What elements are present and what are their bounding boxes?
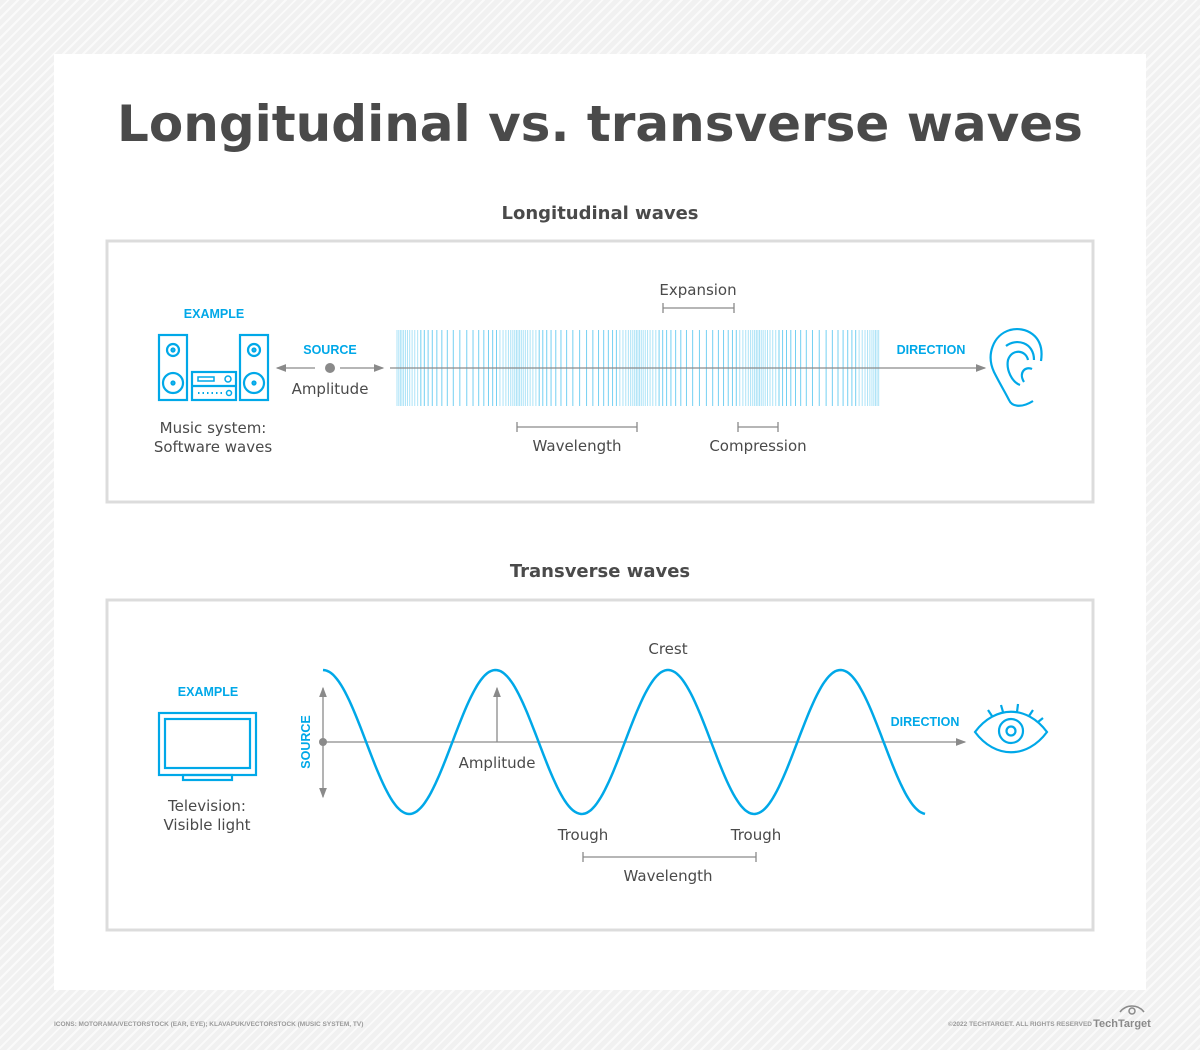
television-icon xyxy=(157,711,258,782)
longitudinal-amplitude-label: Amplitude xyxy=(292,380,369,398)
longitudinal-heading: Longitudinal waves xyxy=(501,203,698,224)
transverse-panel xyxy=(105,598,1095,932)
card xyxy=(54,54,1146,990)
transverse-direction-label: DIRECTION xyxy=(891,715,960,729)
music-system-icon xyxy=(157,333,270,402)
transverse-source-label: SOURCE xyxy=(299,715,313,768)
transverse-source-dot xyxy=(319,738,327,746)
transverse-example-desc: Visible light xyxy=(163,816,250,834)
crest-label: Crest xyxy=(648,640,687,658)
svg-text:TechTarget: TechTarget xyxy=(1093,1018,1151,1030)
ear-icon xyxy=(989,328,1043,407)
longitudinal-example-name: Music system: xyxy=(160,419,267,437)
expansion-label: Expansion xyxy=(659,281,736,299)
longitudinal-panel xyxy=(105,239,1095,504)
trough-label-2: Trough xyxy=(730,826,782,844)
transverse-wavelength-label: Wavelength xyxy=(624,867,713,885)
transverse-wavelength-bracket xyxy=(582,852,757,862)
longitudinal-wavelength-label: Wavelength xyxy=(533,437,622,455)
longitudinal-example-label: EXAMPLE xyxy=(184,307,244,321)
longitudinal-source-label: SOURCE xyxy=(303,343,356,357)
page-title: Longitudinal vs. transverse waves xyxy=(117,95,1083,153)
transverse-example-name: Television: xyxy=(167,797,246,815)
transverse-example-label: EXAMPLE xyxy=(178,685,238,699)
longitudinal-example-desc: Software waves xyxy=(154,438,272,456)
transverse-amplitude-label: Amplitude xyxy=(459,754,536,772)
expansion-bracket xyxy=(662,303,735,313)
longitudinal-wavelength-bracket xyxy=(516,422,638,432)
transverse-heading: Transverse waves xyxy=(510,561,690,582)
copyright: ©2022 TECHTARGET. ALL RIGHTS RESERVED xyxy=(948,1020,1092,1028)
source-dot xyxy=(325,363,335,373)
trough-label-1: Trough xyxy=(557,826,609,844)
compression-bracket xyxy=(737,422,779,432)
compression-label: Compression xyxy=(709,437,806,455)
icon-credits: ICONS: MOTORAMA/VECTORSTOCK (EAR, EYE); … xyxy=(54,1021,363,1028)
transverse-wave xyxy=(322,668,926,816)
eye-icon xyxy=(973,703,1049,754)
longitudinal-direction-label: DIRECTION xyxy=(897,343,966,357)
techtarget-logo: TechTarget xyxy=(1093,1005,1151,1030)
